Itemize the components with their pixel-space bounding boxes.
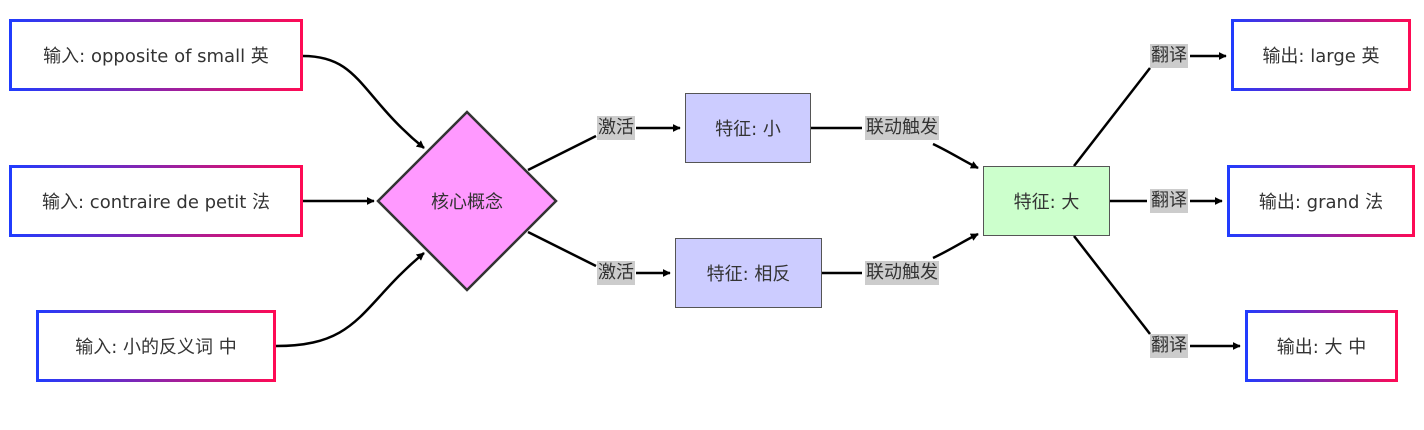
input-node-en[interactable]: 输入: opposite of small 英 (9, 19, 303, 91)
edge-label-translate-en: 翻译 (1150, 44, 1188, 68)
edge-label-activate-opposite: 激活 (597, 261, 635, 285)
input-node-en-label: 输入: opposite of small 英 (43, 46, 269, 67)
input-node-zh-label: 输入: 小的反义词 中 (75, 337, 237, 358)
edge-label-translate-zh: 翻译 (1150, 334, 1188, 358)
edge-input-zh-to-core (275, 252, 425, 348)
edge-input-en-to-core (302, 54, 425, 149)
edge-large-to-output-zh (1073, 235, 1151, 335)
edge-label-trigger-small: 联动触发 (865, 116, 939, 140)
edge-core-to-feature-opposite (527, 230, 597, 268)
output-node-fr-label: 输出: grand 法 (1258, 192, 1384, 213)
edge-large-to-output-en (1073, 67, 1151, 167)
feature-node-large[interactable]: 特征: 大 (983, 166, 1110, 236)
output-node-en-label: 输出: large 英 (1262, 46, 1380, 67)
feature-node-opposite-label: 特征: 相反 (706, 264, 791, 285)
edge-label-translate-fr: 翻译 (1150, 189, 1188, 213)
input-node-fr[interactable]: 输入: contraire de petit 法 (9, 165, 303, 237)
core-concept-label: 核心概念 (431, 192, 503, 213)
input-node-zh[interactable]: 输入: 小的反义词 中 (36, 310, 276, 382)
feature-node-large-label: 特征: 大 (1013, 192, 1080, 213)
edge-feature-opposite-to-large-arrow (932, 232, 979, 260)
feature-node-small[interactable]: 特征: 小 (685, 93, 811, 163)
edge-label-activate-small: 激活 (597, 116, 635, 140)
edge-feature-small-to-large-arrow (932, 142, 979, 170)
output-node-zh-label: 输出: 大 中 (1276, 337, 1367, 358)
edge-label-trigger-opposite: 联动触发 (865, 261, 939, 285)
output-node-fr[interactable]: 输出: grand 法 (1227, 165, 1415, 237)
input-node-fr-label: 输入: contraire de petit 法 (42, 192, 270, 213)
edge-core-to-feature-small (527, 134, 597, 172)
feature-node-small-label: 特征: 小 (715, 119, 781, 140)
feature-node-opposite[interactable]: 特征: 相反 (675, 238, 822, 308)
core-concept-diamond[interactable] (376, 110, 558, 292)
output-node-zh[interactable]: 输出: 大 中 (1245, 310, 1398, 382)
output-node-en[interactable]: 输出: large 英 (1231, 19, 1411, 91)
